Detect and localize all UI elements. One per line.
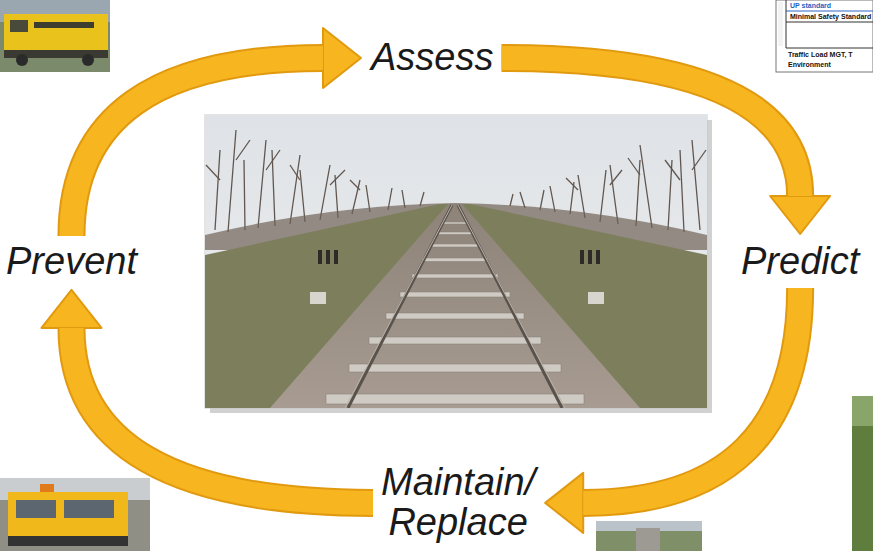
- cycle-step: Assess: [369, 38, 495, 78]
- arrow-head: [323, 28, 361, 88]
- maintenance-vehicle-photo: [0, 478, 150, 551]
- cycle-arrow: [501, 58, 830, 234]
- chart-text: Minimal Safety Standard: [790, 13, 871, 21]
- arrow-body: [583, 288, 800, 503]
- arrow-head: [545, 473, 583, 533]
- cycle-step: Predict: [739, 242, 861, 282]
- step-label: Predict: [739, 242, 861, 282]
- arrow-body: [71, 58, 323, 236]
- chart-text: Traffic Load MGT, T: [788, 51, 853, 59]
- arrow-head: [770, 196, 830, 234]
- arrow-head: [41, 290, 101, 328]
- arrow-body: [501, 58, 800, 196]
- cycle-step: Maintain/ Replace: [379, 463, 537, 543]
- train-photo: [0, 0, 110, 72]
- arrow-body-outline: [71, 328, 373, 503]
- chart-text: Environment: [788, 61, 831, 69]
- cycle-arrow: [41, 290, 373, 503]
- cycle-step: Prevent: [4, 242, 139, 282]
- arrow-body-outline: [71, 58, 323, 236]
- railway-photo: [205, 115, 712, 413]
- chart-thumbnail: [776, 0, 873, 72]
- chart-text: UP standard: [790, 2, 831, 10]
- cycle-arrow: [545, 288, 800, 533]
- step-label: Assess: [369, 38, 495, 78]
- arrow-body-outline: [583, 288, 800, 503]
- cycle-arrow: [71, 28, 361, 236]
- arrow-body-outline: [501, 58, 800, 196]
- step-label: Maintain/ Replace: [379, 463, 537, 543]
- arrow-body: [71, 328, 373, 503]
- step-label: Prevent: [4, 242, 139, 282]
